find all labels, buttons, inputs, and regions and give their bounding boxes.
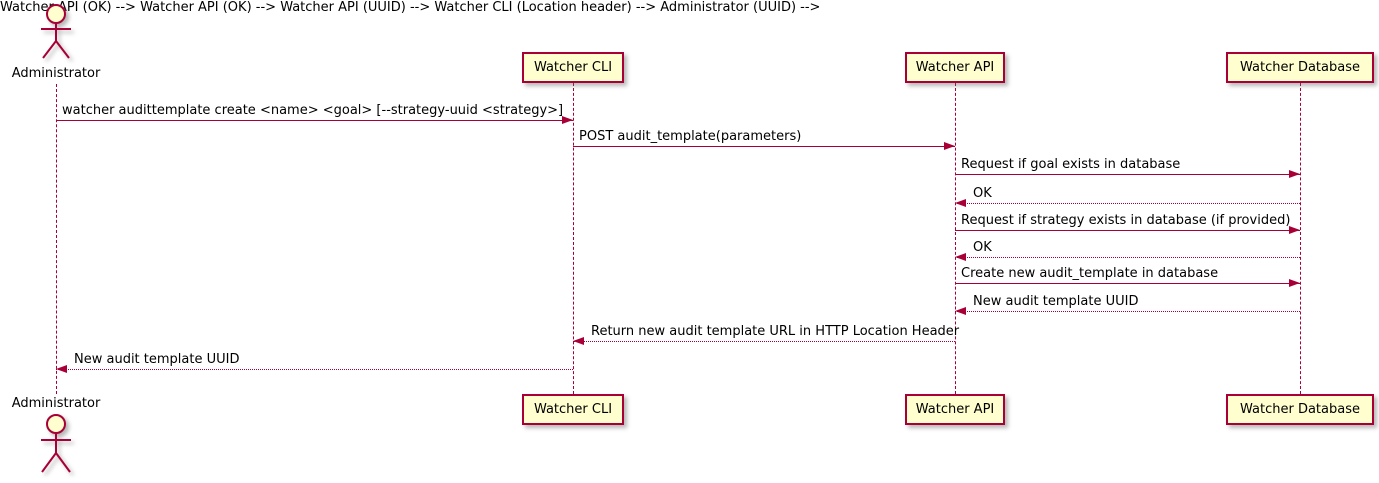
message-request-strategy-exists: Request if strategy exists in database (…	[955, 213, 1300, 234]
message-line	[955, 199, 1300, 207]
message-label: watcher audittemplate create <name> <goa…	[62, 103, 564, 118]
actor-name-top: Administrator	[11, 66, 101, 81]
message-label: Request if goal exists in database	[961, 157, 1181, 172]
actor-name-bottom: Administrator	[11, 396, 101, 411]
arrowhead-right-icon	[944, 142, 955, 150]
message-return-url: Return new audit template URL in HTTP Lo…	[573, 324, 959, 345]
lifeline-watcher-cli	[573, 83, 574, 394]
message-new-uuid-from-db: New audit template UUID	[955, 294, 1300, 315]
message-line	[56, 365, 573, 373]
arrowhead-left-icon	[573, 337, 584, 345]
message-create-in-database: Create new audit_template in database	[955, 266, 1300, 287]
arrowhead-right-icon	[1289, 279, 1300, 287]
message-ok-goal: OK	[955, 186, 1300, 207]
arrowhead-left-icon	[955, 253, 966, 261]
participant-watcher-cli-top: Watcher CLI	[522, 52, 624, 83]
arrowhead-right-icon	[1289, 170, 1300, 178]
arrowhead-left-icon	[955, 199, 966, 207]
participant-watcher-database-top: Watcher Database	[1226, 52, 1374, 83]
lifeline-watcher-api	[955, 83, 956, 394]
message-label: OK	[973, 186, 992, 201]
message-request-goal-exists: Request if goal exists in database	[955, 157, 1300, 178]
actor-icon	[41, 414, 71, 473]
message-line	[573, 337, 955, 345]
message-label: New audit template UUID	[74, 352, 240, 367]
message-line	[955, 307, 1300, 315]
participant-watcher-database-bottom: Watcher Database	[1226, 394, 1374, 425]
message-line	[56, 116, 573, 124]
message-create-audittemplate: watcher audittemplate create <name> <goa…	[56, 103, 573, 124]
participant-watcher-cli-bottom: Watcher CLI	[522, 394, 624, 425]
arrowhead-right-icon	[562, 116, 573, 124]
message-line	[955, 279, 1300, 287]
message-ok-strategy: OK	[955, 240, 1300, 261]
message-label: OK	[973, 240, 992, 255]
message-label: New audit template UUID	[973, 294, 1139, 309]
lifeline-watcher-database	[1300, 83, 1301, 394]
message-label: Return new audit template URL in HTTP Lo…	[591, 324, 960, 339]
message-label: Create new audit_template in database	[961, 266, 1219, 281]
participant-watcher-api-top: Watcher API	[905, 52, 1005, 83]
message-label: Request if strategy exists in database (…	[961, 213, 1291, 228]
message-label: POST audit_template(parameters)	[579, 129, 802, 144]
message-line	[573, 142, 955, 150]
message-line	[955, 226, 1300, 234]
message-post-audit-template: POST audit_template(parameters)	[573, 129, 955, 150]
message-line	[955, 170, 1300, 178]
actor-icon	[41, 4, 71, 59]
lifeline-administrator	[56, 84, 57, 394]
arrowhead-left-icon	[955, 307, 966, 315]
arrowhead-left-icon	[56, 365, 67, 373]
message-line	[955, 253, 1300, 261]
message-new-uuid-to-admin: New audit template UUID	[56, 352, 573, 373]
participant-watcher-api-bottom: Watcher API	[905, 394, 1005, 425]
arrowhead-right-icon	[1289, 226, 1300, 234]
